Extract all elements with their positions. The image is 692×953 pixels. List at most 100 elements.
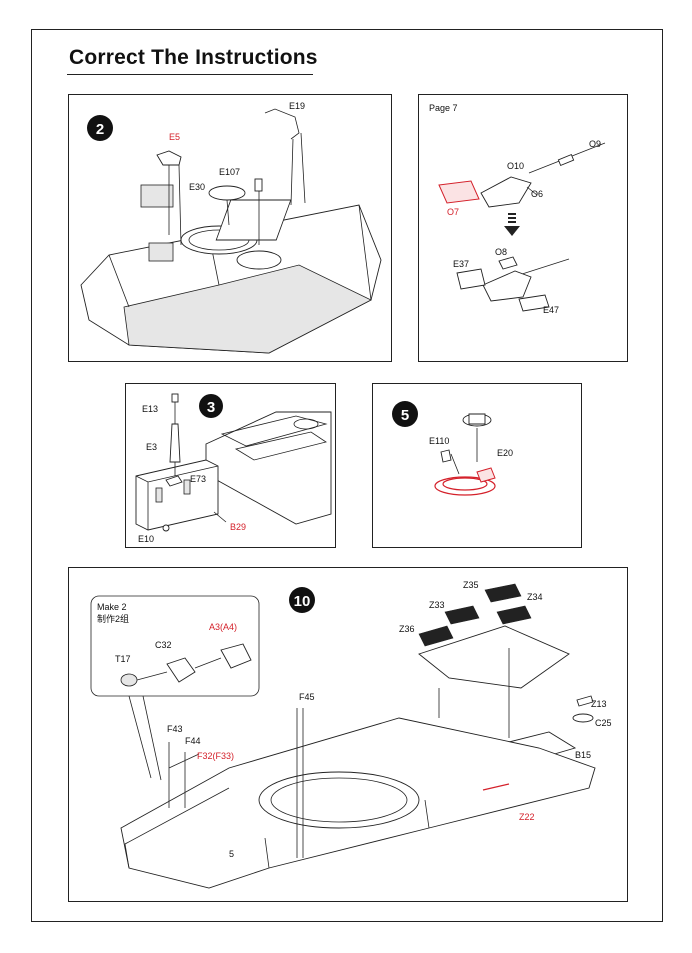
inset-line-1: Make 2 <box>97 602 127 612</box>
label-e37: E37 <box>453 259 469 269</box>
label-z22: Z22 <box>519 812 535 822</box>
part-e3 <box>169 423 181 463</box>
label-e107: E107 <box>219 167 240 177</box>
label-e73: E73 <box>190 474 206 484</box>
part-o8 <box>498 256 518 270</box>
inset-callout-lines <box>128 695 162 781</box>
down-arrow-icon <box>504 226 520 236</box>
label-t17: T17 <box>115 654 131 664</box>
part-f43-f44-rods <box>168 742 200 808</box>
part-e13 <box>171 393 179 403</box>
hull-side-plate <box>123 264 372 354</box>
label-z34: Z34 <box>527 592 543 602</box>
label-z36: Z36 <box>399 624 415 634</box>
part-f45-rod <box>296 708 304 858</box>
part-e107 <box>254 178 263 192</box>
label-o6: O6 <box>531 189 543 199</box>
label-o10: O10 <box>507 161 524 171</box>
label-e3: E3 <box>146 442 157 452</box>
part-e20-highlight <box>476 467 496 483</box>
ring-highlight <box>434 476 496 496</box>
label-e13: E13 <box>142 404 158 414</box>
step-10-drawing: 10 Make 2 制作2组 T17 C32 A3(A4) Z35 Z33 Z3… <box>90 580 612 889</box>
label-f32: F32(F33) <box>197 751 234 761</box>
part-t17 <box>120 673 138 687</box>
part-e5 <box>156 150 182 166</box>
label-z33: Z33 <box>429 600 445 610</box>
label-5: 5 <box>229 849 234 859</box>
engine-deck <box>215 199 292 241</box>
part-z13 <box>576 695 594 707</box>
inset-box <box>90 595 260 697</box>
gun-barrel-lower <box>518 258 570 276</box>
label-z35: Z35 <box>463 580 479 590</box>
label-e47: E47 <box>543 305 559 315</box>
step-10-panel: 10 Make 2 制作2组 T17 C32 A3(A4) Z35 Z33 Z3… <box>68 567 628 902</box>
part-z36-grille <box>418 625 454 647</box>
label-c32: C32 <box>155 640 172 650</box>
label-e19: E19 <box>289 101 305 111</box>
hull-turret-ring <box>258 771 420 829</box>
label-f45: F45 <box>299 692 315 702</box>
label-e10: E10 <box>138 534 154 544</box>
part-z22-highlight <box>482 783 510 791</box>
label-c25: C25 <box>595 718 612 728</box>
label-b29: B29 <box>230 522 246 532</box>
page-7-drawing: Page 7 O9 O10 O6 O7 O8 E37 E47 <box>429 103 606 315</box>
part-e47 <box>518 294 550 312</box>
assembly-lines <box>438 648 510 738</box>
label-e20: E20 <box>497 448 513 458</box>
page-frame <box>31 29 663 922</box>
step-3-number: 3 <box>207 399 215 416</box>
label-o7: O7 <box>447 207 459 217</box>
engine-deck-plate <box>418 625 570 689</box>
label-e110: E110 <box>429 436 449 446</box>
step-5-panel: 5 E110 E20 <box>372 383 582 548</box>
step-2-badge <box>87 115 113 141</box>
step-10-number: 10 <box>294 593 311 610</box>
label-o9: O9 <box>589 139 601 149</box>
part-e30-disc <box>208 185 246 201</box>
part-c25 <box>572 713 594 723</box>
label-b15: B15 <box>575 750 591 760</box>
page-title: Correct The Instructions <box>69 46 318 69</box>
step-5-drawing: 5 E110 E20 <box>392 401 513 496</box>
side-box <box>148 242 174 262</box>
step-5-badge <box>392 401 418 427</box>
part-e110 <box>440 449 452 463</box>
part-z33-grille <box>444 605 480 625</box>
step-2-number: 2 <box>96 121 104 138</box>
assembly-lines <box>450 428 478 475</box>
step-5-number: 5 <box>401 407 409 424</box>
label-a3: A3(A4) <box>209 622 237 632</box>
part-e73 <box>165 475 183 487</box>
title-underline <box>67 74 313 75</box>
part-e19-rail <box>264 108 300 140</box>
page-7-header: Page 7 <box>429 103 458 113</box>
inset-line-2: 制作2组 <box>97 613 129 624</box>
step-3-drawing: 3 E13 E3 E73 E10 B29 <box>135 393 332 544</box>
label-z13: Z13 <box>591 699 607 709</box>
part-c32 <box>166 657 196 683</box>
stowage-box <box>140 184 174 208</box>
step-2-drawing: 2 E5 E19 E107 E30 <box>80 101 382 354</box>
part-o7-highlight <box>438 180 480 204</box>
step-3-panel: 3 E13 E3 E73 E10 B29 <box>125 383 336 548</box>
page-7-panel: Page 7 O9 O10 O6 O7 O8 E37 E47 <box>418 94 628 362</box>
gun-body-upper <box>480 176 532 208</box>
label-f44: F44 <box>185 736 201 746</box>
label-o8: O8 <box>495 247 507 257</box>
part-a3 <box>220 643 252 669</box>
label-e30: E30 <box>189 182 205 192</box>
step-10-badge <box>289 587 315 613</box>
step-2-panel: 2 E5 E19 E107 E30 <box>68 94 392 362</box>
rear-plate <box>135 459 219 531</box>
part-e10 <box>162 524 170 532</box>
gun-body-lower <box>482 270 532 302</box>
label-e5: E5 <box>169 132 180 142</box>
hatch-ring <box>236 250 282 270</box>
assembly-lines <box>174 402 227 523</box>
part-z34-grille <box>496 605 532 625</box>
hull-rear-section <box>205 411 332 525</box>
part-e37 <box>456 268 486 290</box>
